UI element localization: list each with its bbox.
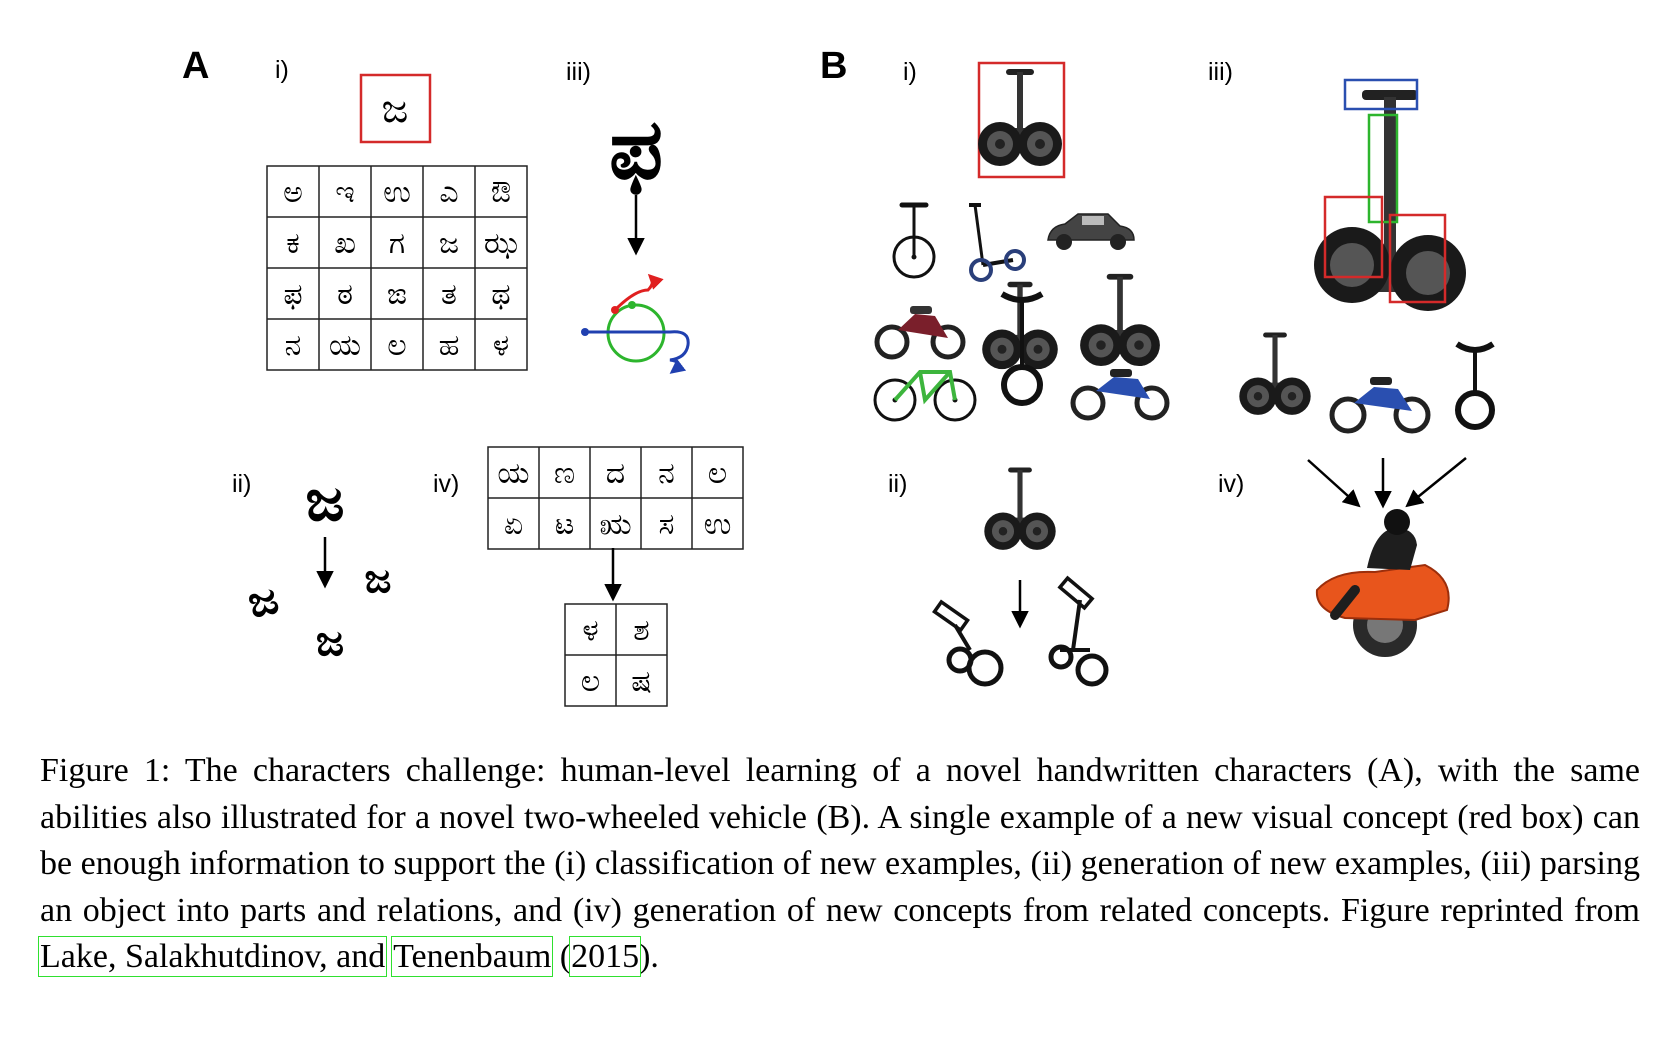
related-concepts-grid-cell: ಸ [659, 507, 675, 542]
related-concepts-grid-cell: ಲ [708, 456, 727, 491]
classification-grid-cell: ಝ [484, 226, 518, 261]
panel-b-label-iv: iv) [1218, 470, 1244, 498]
parsed-segway [1314, 90, 1466, 311]
panel-b-label-ii: ii) [888, 470, 907, 498]
related-concept-segway [1239, 332, 1310, 414]
panel-a-letter: A [182, 45, 209, 87]
classification-grid-cell: ಯ [329, 328, 361, 363]
unicycle [892, 202, 936, 279]
panel-b-label-i: i) [903, 58, 917, 86]
classification-grid-cell: ಉ [383, 175, 411, 210]
car [1047, 213, 1135, 250]
generation-source-character: ಜ [306, 466, 345, 534]
caption-close: ). [639, 938, 659, 975]
combine-arrow-right [1405, 457, 1467, 508]
new-concepts-grid-cell: ಲ [581, 664, 600, 699]
classification-grid-cell: ಥ [491, 277, 510, 312]
target-vehicle-segway [978, 69, 1062, 166]
combine-arrow-left [1307, 459, 1361, 508]
classification-grid-cell: ನ [285, 328, 302, 363]
classification-grid-cell: ಕ [286, 226, 300, 261]
panel-a-label-i: i) [275, 56, 289, 84]
classification-grid-cell: ಎ [439, 175, 458, 210]
motorcycle-blue [1070, 369, 1170, 421]
related-concept-unicycle [1455, 341, 1495, 430]
citation-authors-link[interactable]: Lake, Salakhutdinov, and [37, 936, 388, 977]
red-box-left-wheel [1323, 195, 1384, 279]
panel-a-label-ii: ii) [232, 470, 251, 498]
related-concepts-grid-cell: ಏ [504, 507, 523, 542]
panel-a-label-iii: iii) [566, 58, 591, 86]
classification-grid-cell: ಲ [387, 328, 406, 363]
target-character: ಜ [382, 86, 409, 132]
generation-source-segway [984, 467, 1055, 549]
classification-grid-cell: ಫ [283, 277, 302, 312]
related-concepts-grid-cell: ಣ [554, 456, 575, 491]
segway-example-2 [1080, 274, 1160, 366]
classification-grid-cell: ಙ [387, 277, 407, 312]
classification-grid-cell: ಇ [335, 175, 355, 210]
red-box-target-char [359, 73, 432, 144]
blue-box-handlebar [1343, 78, 1419, 111]
classification-grid-cell: ಅ [283, 175, 303, 210]
generated-sample-1: ಜ [243, 572, 283, 628]
related-concepts-grid-cell: ಉ [704, 507, 732, 542]
new-concepts-grid-cell: ಳ [582, 613, 598, 648]
related-concepts-grid-cell: ಯ [497, 456, 529, 491]
figure-caption: Figure 1: The characters challenge: huma… [37, 748, 1640, 981]
related-concepts-grid-cell: ನ [658, 456, 675, 491]
generated-vehicle-sketch-1 [932, 599, 1004, 687]
classification-grid-cell: ಔ [491, 175, 511, 210]
classification-grid-cell: ಠ [337, 277, 353, 312]
motorcycle-red [874, 306, 966, 360]
panel-a-label-iv: iv) [433, 470, 459, 498]
related-concept-motorcycle [1329, 377, 1431, 434]
related-concepts-grid-cell: ಋ [600, 507, 632, 542]
related-concepts-grid-cell: ದ [606, 456, 625, 491]
red-box-right-wheel [1388, 213, 1447, 304]
classification-grid-cell: ಹ [439, 328, 460, 363]
citation-year-link[interactable]: 2015 [569, 936, 642, 977]
parse-source-character: ಫ [609, 100, 663, 198]
red-box-target-vehicle [977, 61, 1066, 179]
panel-b-letter: B [820, 45, 847, 87]
generated-sample-2: ಜ [365, 556, 392, 602]
stroke-parse-diagram [581, 273, 690, 374]
related-concepts-grid-cell: ಟ [555, 507, 575, 542]
classification-grid-cell: ಳ [493, 328, 509, 363]
kick-scooter [969, 203, 1026, 282]
panel-b-label-iii: iii) [1208, 58, 1233, 86]
new-concepts-grid-cell: ಶ [633, 613, 649, 648]
vehicle-examples [873, 202, 1170, 422]
new-concepts-grid-cell: ಷ [631, 664, 651, 699]
generated-vehicle-sketch-2 [1048, 575, 1109, 687]
classification-grid-cell: ತ [441, 277, 457, 312]
generated-sample-3: ಜ [316, 616, 344, 665]
caption-open-paren: ( [551, 938, 572, 975]
citation-authors-link-continued[interactable]: Tenenbaum [391, 936, 554, 977]
new-vehicle-concept [1315, 509, 1450, 657]
panel-b: B i) [820, 45, 1495, 687]
classification-grid-cell: ಖ [334, 226, 356, 261]
classification-grid-cell: ಜ [439, 226, 459, 261]
unicycle-tall [1000, 291, 1044, 406]
classification-grid-cell: ಗ [389, 226, 405, 261]
caption-text: Figure 1: The characters challenge: huma… [40, 752, 1640, 929]
bicycle [873, 370, 977, 422]
